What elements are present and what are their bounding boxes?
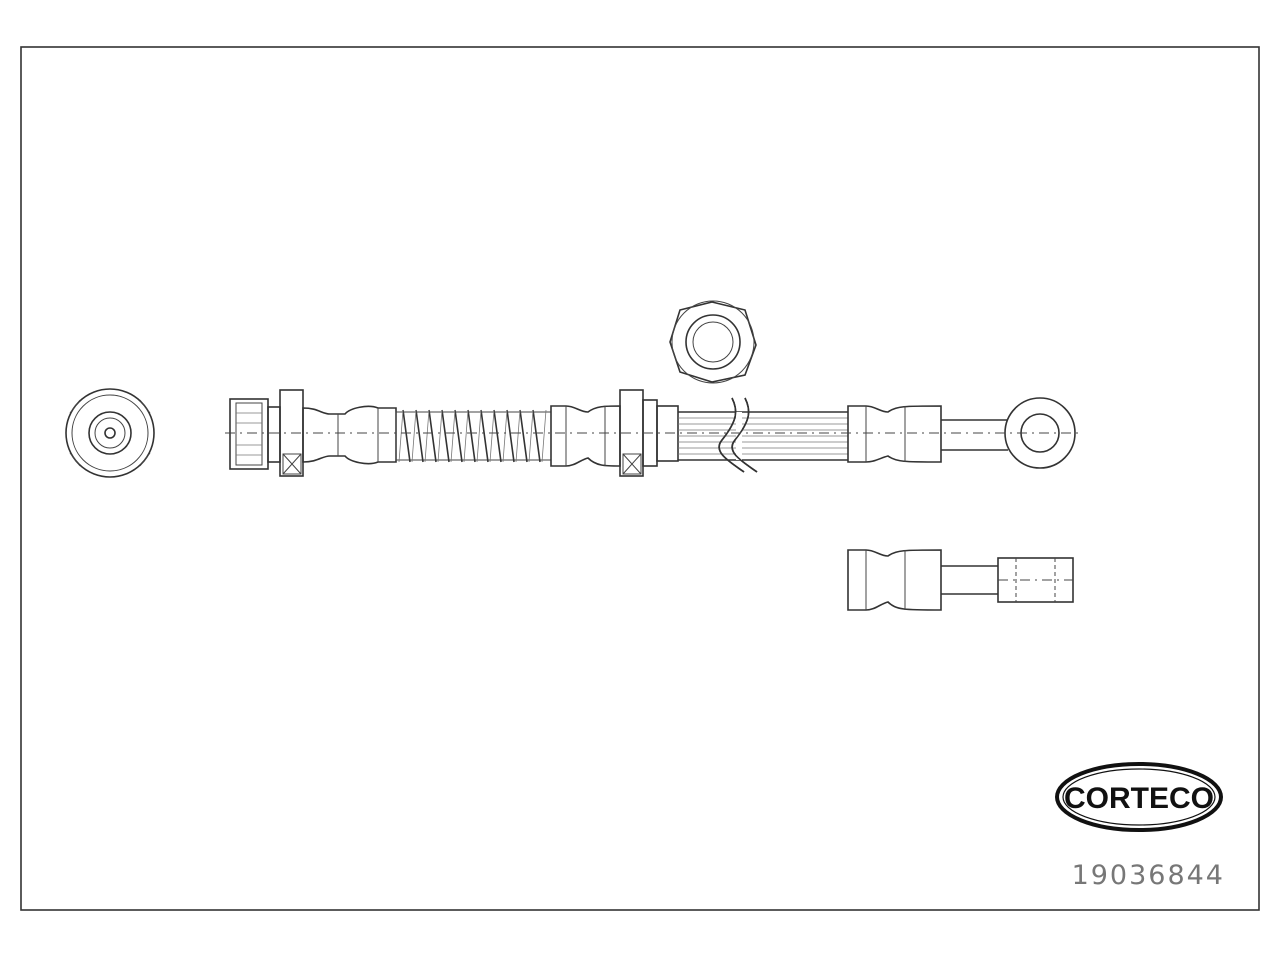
- part-number: 19036844: [1072, 860, 1225, 891]
- hose-assembly-side-view: [225, 389, 1080, 477]
- alternate-end-detail: [847, 549, 1074, 611]
- left-fitting-end-view: [65, 388, 155, 478]
- corteco-logo: CORTECO: [1055, 762, 1223, 832]
- hex-nut-end-view: [669, 300, 757, 384]
- drawing-frame: [20, 46, 1260, 911]
- brand-logo-text: CORTECO: [1064, 782, 1214, 815]
